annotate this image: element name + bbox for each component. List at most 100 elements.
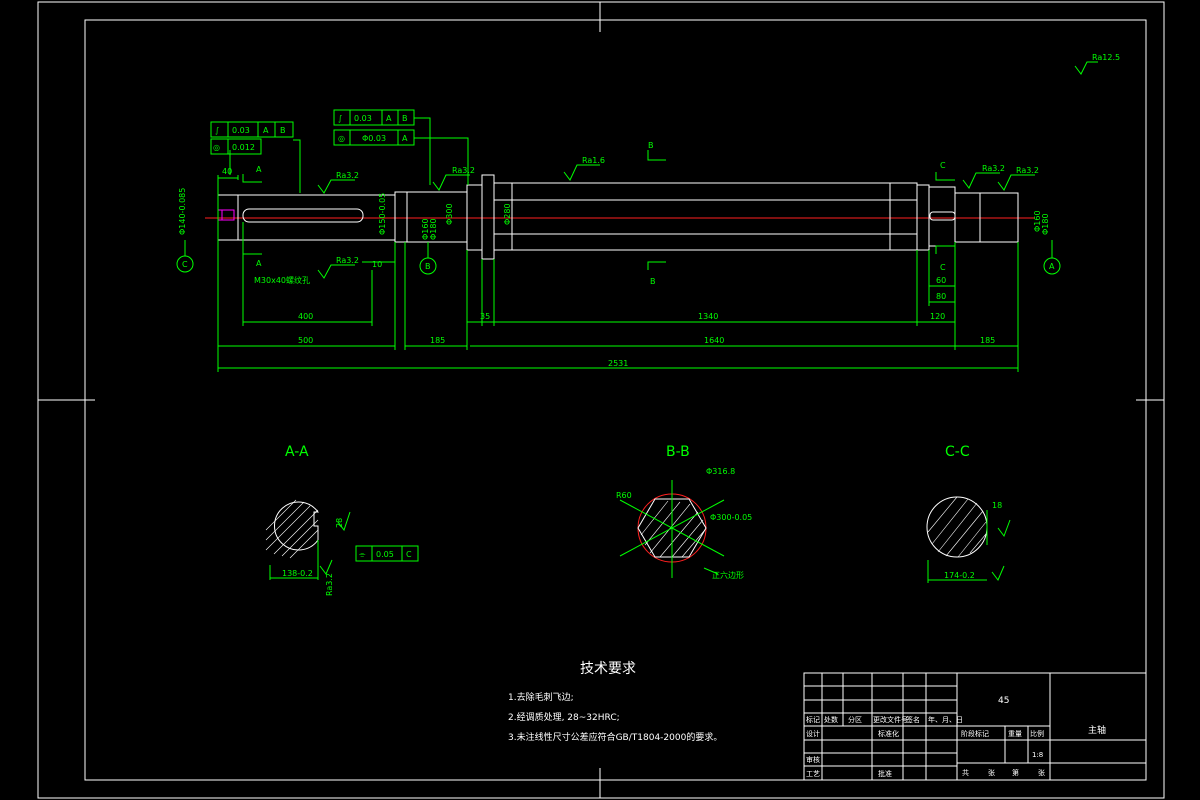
roughness-symbols: Ra3.2 Ra3.2 Ra1.6 Ra3.2 Ra3.2 Ra3.2: [317, 156, 1039, 279]
dim-60: 60: [936, 276, 946, 285]
svg-text:第: 第: [1012, 768, 1019, 777]
svg-text:138-0.2: 138-0.2: [282, 569, 313, 578]
dim-dia-r1: Φ160: [1033, 210, 1042, 232]
svg-text:0.05: 0.05: [376, 550, 394, 559]
thread-hole-label: M30x40螺纹孔: [254, 275, 310, 285]
dim-dia-mid: Φ300: [445, 203, 454, 225]
global-roughness-symbol: Ra12.5: [1074, 53, 1120, 75]
shaft-main-view: [205, 174, 1035, 260]
svg-text:更改文件号: 更改文件号: [873, 715, 908, 724]
dim-10: 10: [372, 260, 382, 269]
dim-40: 40: [222, 167, 232, 176]
svg-text:技术要求: 技术要求: [580, 661, 636, 677]
svg-text:B: B: [425, 262, 431, 271]
datum-c: C: [176, 240, 194, 273]
svg-text:设计: 设计: [806, 729, 820, 738]
svg-text:A: A: [1049, 262, 1055, 271]
dim-1640: 1640: [704, 336, 724, 345]
svg-text:比例: 比例: [1030, 729, 1044, 738]
svg-text:标准化: 标准化: [878, 729, 899, 738]
svg-text:重量: 重量: [1008, 730, 1022, 738]
svg-text:28: 28: [335, 518, 344, 528]
svg-text:45: 45: [998, 696, 1009, 706]
svg-text:B: B: [402, 114, 408, 123]
dim-dia-b1: Φ160: [421, 218, 430, 240]
dim-dia-left: Φ140-0.085: [178, 188, 187, 235]
svg-text:Φ316.8: Φ316.8: [706, 467, 735, 476]
svg-text:B-B: B-B: [666, 444, 690, 460]
svg-text:0.03: 0.03: [232, 126, 250, 135]
section-aa: A-A 138-0.2 28 ⌯ 0.05 C Ra3.2: [265, 444, 419, 596]
gdt-frame-left: ∫ 0.03 A B ◎ 0.012: [210, 121, 301, 193]
svg-text:1.去除毛刺飞边;: 1.去除毛刺飞边;: [508, 691, 574, 703]
dim-dia-b2: Φ180: [429, 218, 438, 240]
svg-text:主轴: 主轴: [1088, 724, 1106, 736]
dimension-lines: [217, 175, 1019, 372]
svg-text:Ra3.2: Ra3.2: [452, 166, 475, 175]
svg-text:处数: 处数: [824, 715, 838, 724]
svg-text:C: C: [406, 550, 412, 559]
svg-text:A: A: [386, 114, 392, 123]
svg-text:签名: 签名: [906, 715, 920, 724]
dim-500: 500: [298, 336, 313, 345]
sheet-border: [37, 1, 1165, 799]
svg-text:张: 张: [1038, 768, 1045, 777]
keyway: [242, 208, 364, 223]
svg-text:Ra3.2: Ra3.2: [336, 171, 359, 180]
svg-text:Ra3.2: Ra3.2: [336, 256, 359, 265]
svg-text:Ra3.2: Ra3.2: [1016, 166, 1039, 175]
tech-requirements: 技术要求 1.去除毛刺飞边; 2.经调质处理, 28~32HRC; 3.未注线性…: [508, 661, 722, 743]
svg-text:Ra12.5: Ra12.5: [1092, 53, 1120, 62]
section-cc: C-C 174-0.2 18: [926, 444, 1011, 583]
svg-text:A: A: [256, 165, 262, 174]
svg-text:1:8: 1:8: [1032, 751, 1043, 759]
svg-text:C: C: [182, 260, 188, 269]
svg-text:A: A: [263, 126, 269, 135]
svg-text:0.03: 0.03: [354, 114, 372, 123]
svg-text:C-C: C-C: [945, 444, 970, 460]
dim-35: 35: [480, 312, 490, 321]
dim-400: 400: [298, 312, 313, 321]
section-markers: A A B B C C: [242, 141, 955, 286]
svg-text:0.012: 0.012: [232, 143, 255, 152]
svg-text:共: 共: [962, 768, 969, 777]
svg-text:174-0.2: 174-0.2: [944, 571, 975, 580]
svg-text:3.未注线性尺寸公差应符合GB/T1804-2000的要求。: 3.未注线性尺寸公差应符合GB/T1804-2000的要求。: [508, 731, 722, 743]
svg-text:Ra3.2: Ra3.2: [982, 164, 1005, 173]
dim-80: 80: [936, 292, 946, 301]
center-marks: [38, 2, 1164, 798]
dim-dia-r2: Φ180: [1041, 213, 1050, 235]
section-bb: B-B R60 Φ316.8 Φ300-0.05 正六边形: [616, 444, 752, 580]
svg-text:C: C: [940, 161, 946, 170]
svg-text:Ra1.6: Ra1.6: [582, 156, 605, 165]
datum-b: B: [419, 242, 437, 275]
svg-text:A-A: A-A: [285, 444, 309, 460]
svg-text:∫: ∫: [215, 126, 219, 135]
svg-text:分区: 分区: [848, 715, 862, 724]
svg-text:◎: ◎: [213, 143, 220, 152]
svg-text:18: 18: [992, 501, 1002, 510]
svg-text:张: 张: [988, 768, 995, 777]
svg-text:标记: 标记: [806, 715, 820, 724]
title-block: 45 主轴 标记 处数 分区 更改文件号 签名 年、月、日 设计 标准化 阶段标…: [803, 672, 1147, 781]
svg-text:批准: 批准: [878, 769, 892, 778]
dim-2531: 2531: [608, 359, 628, 368]
dimension-texts: 40 M30x40螺纹孔 10 400 500 185 35 1340 120 …: [178, 167, 1050, 368]
svg-text:⌯: ⌯: [359, 550, 366, 559]
svg-text:Ra3.2: Ra3.2: [325, 573, 334, 596]
svg-text:∫: ∫: [338, 114, 342, 123]
dim-dia-key: Φ150-0.05: [378, 193, 387, 235]
svg-text:A: A: [256, 259, 262, 268]
svg-text:审核: 审核: [806, 755, 820, 764]
svg-text:2.经调质处理, 28~32HRC;: 2.经调质处理, 28~32HRC;: [508, 711, 620, 723]
svg-text:年、月、日: 年、月、日: [928, 715, 963, 724]
svg-text:B: B: [648, 141, 654, 150]
svg-text:Φ300-0.05: Φ300-0.05: [710, 513, 752, 522]
svg-text:Φ0.03: Φ0.03: [362, 134, 386, 143]
svg-text:B: B: [280, 126, 286, 135]
gdt-frame-mid: ∫ 0.03 A B ◎ Φ0.03 A: [333, 109, 469, 185]
dim-1340: 1340: [698, 312, 718, 321]
svg-text:正六边形: 正六边形: [712, 570, 744, 580]
svg-text:阶段标记: 阶段标记: [961, 729, 989, 738]
